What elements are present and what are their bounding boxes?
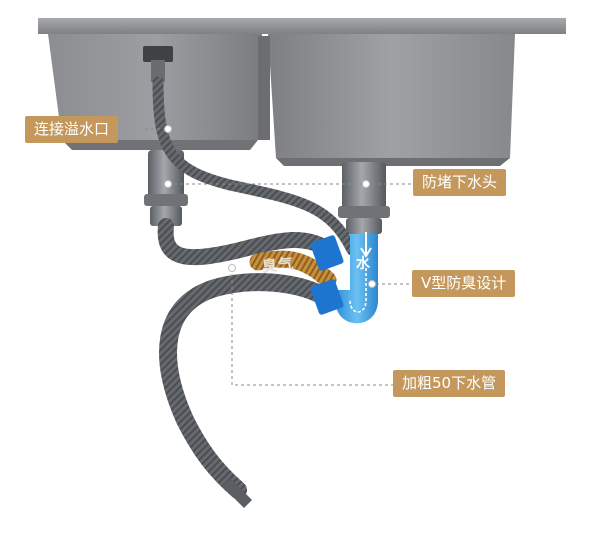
v-trap bbox=[310, 232, 378, 324]
anti-clog-drain-head bbox=[338, 162, 390, 234]
leader-dot-overflow bbox=[164, 125, 172, 133]
overflow-hose bbox=[152, 76, 358, 256]
right-basin bbox=[268, 34, 515, 158]
water-flow-text: 水 bbox=[356, 256, 370, 272]
leader-dot-clog bbox=[362, 180, 370, 188]
leader-dot-thick bbox=[228, 264, 236, 272]
smell-pipe-text: 臭气 bbox=[261, 254, 295, 276]
label-thick-drain-pipe: 加粗50下水管 bbox=[393, 370, 506, 397]
label-v-trap: V型防臭设计 bbox=[412, 270, 516, 297]
left-drain-hose bbox=[157, 218, 334, 266]
overflow-outlet bbox=[143, 46, 173, 82]
label-overflow-connection: 连接溢水口 bbox=[25, 116, 119, 143]
label-anti-clog-drain: 防堵下水头 bbox=[413, 169, 507, 196]
sink-body bbox=[38, 18, 566, 166]
hose-end bbox=[222, 478, 252, 508]
leader-dot-vtrap bbox=[368, 280, 376, 288]
thick-outlet-hose bbox=[159, 273, 339, 499]
smell-pipe bbox=[249, 250, 337, 289]
leader-dot-left-drain bbox=[164, 180, 172, 188]
